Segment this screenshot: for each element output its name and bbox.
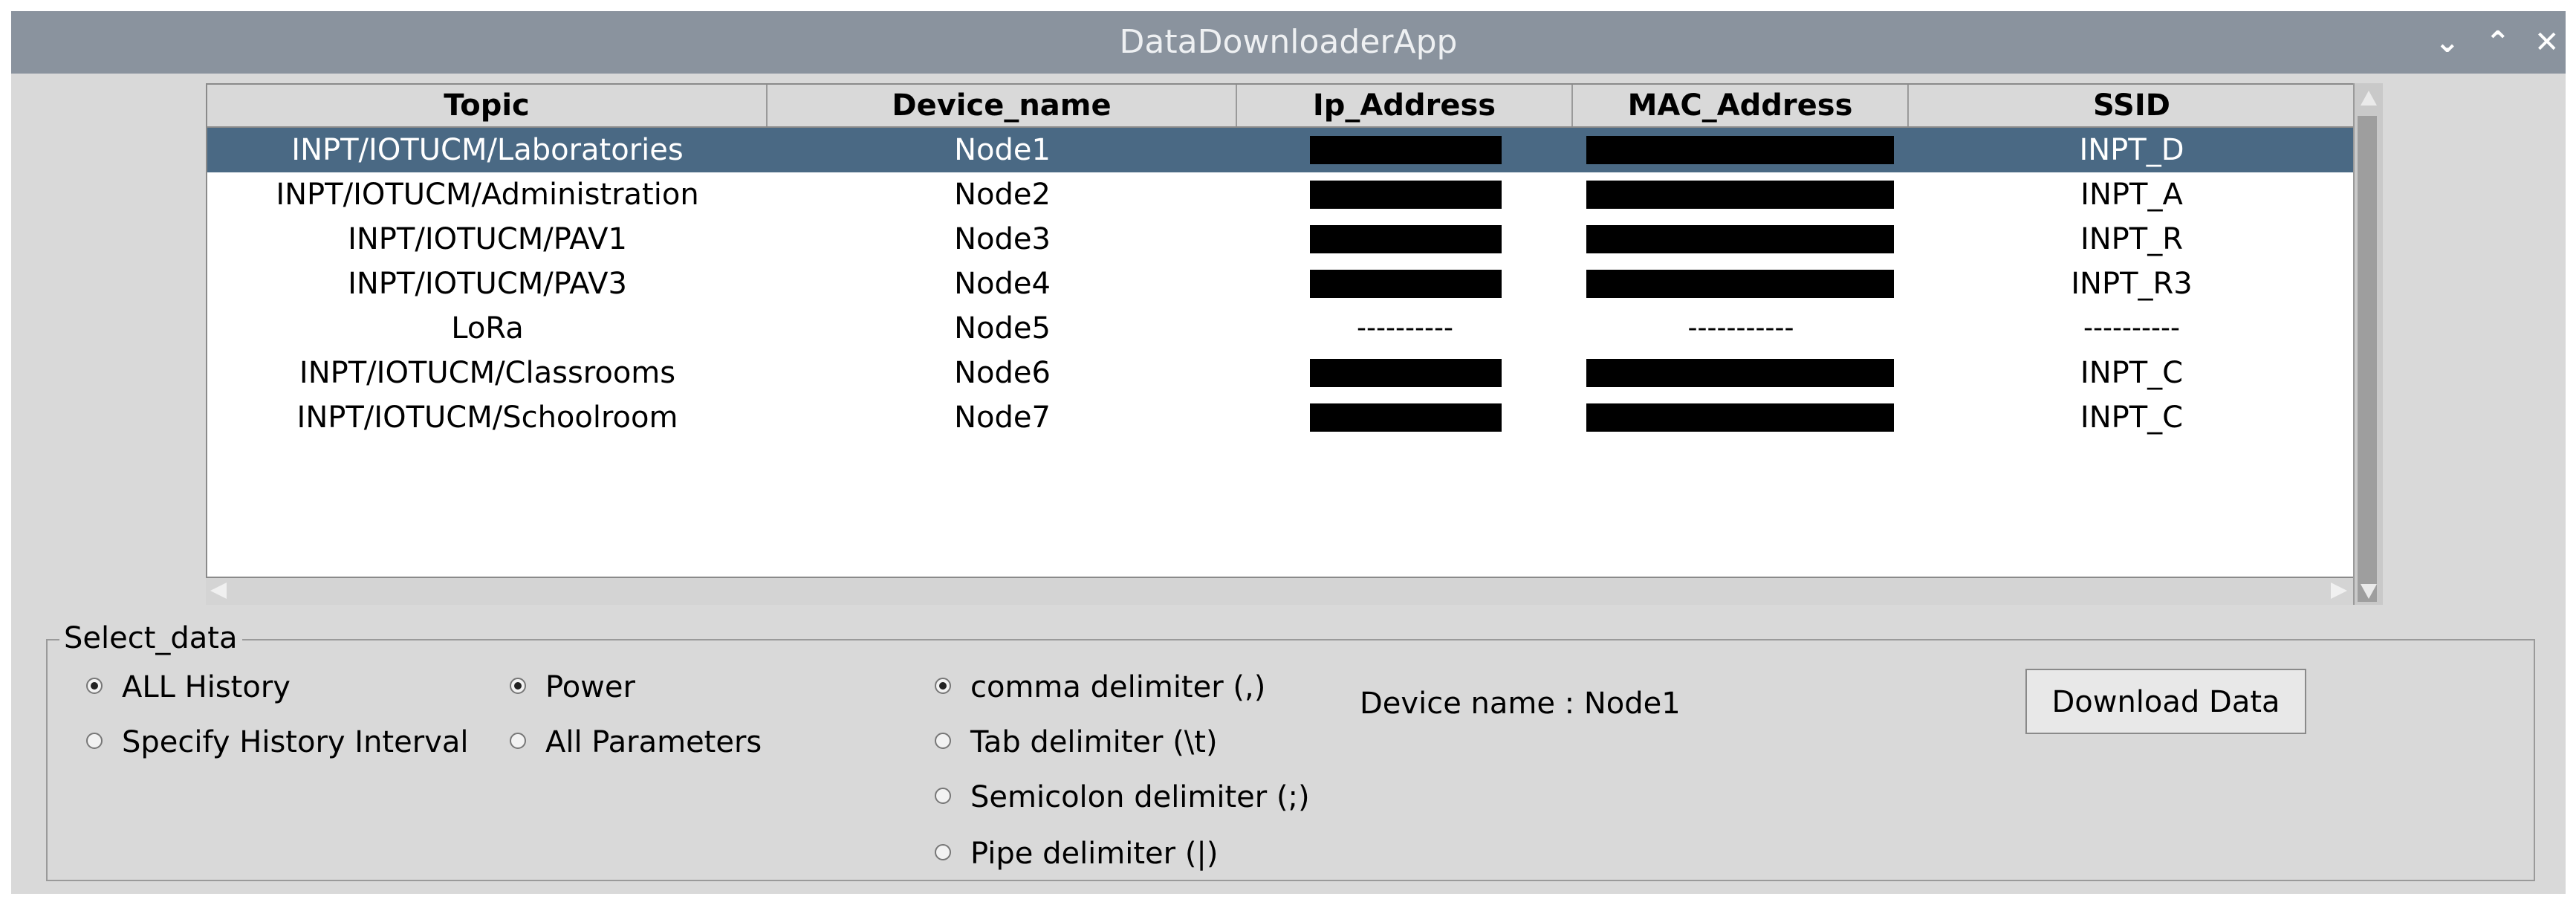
redacted-mac xyxy=(1586,359,1894,387)
select-data-group xyxy=(46,639,2535,881)
radio-label: ALL History xyxy=(122,670,291,704)
radio-all-history[interactable]: ALL History xyxy=(86,667,291,707)
radio-unselected-icon xyxy=(86,733,103,749)
cell-topic: INPT/IOTUCM/Classrooms xyxy=(299,356,676,390)
column-header-mac-address[interactable]: MAC_Address xyxy=(1573,85,1909,126)
radio-selected-icon xyxy=(935,678,951,694)
cell-topic: INPT/IOTUCM/Laboratories xyxy=(291,133,684,167)
radio-specify-history-interval[interactable]: Specify History Interval xyxy=(86,722,468,762)
cell-device: Node3 xyxy=(954,222,1051,256)
redacted-ip xyxy=(1310,403,1502,432)
minimize-icon[interactable]: ⌄ xyxy=(2435,25,2460,59)
cell-ip: ---------- xyxy=(1357,313,1453,343)
cell-topic: LoRa xyxy=(451,311,524,346)
horizontal-scrollbar[interactable] xyxy=(206,577,2353,605)
table-row[interactable]: INPT/IOTUCM/Administration Node2 INPT_A xyxy=(207,172,2355,217)
column-header-ip-address[interactable]: Ip_Address xyxy=(1237,85,1573,126)
cell-ssid: ---------- xyxy=(2083,313,2180,343)
scroll-right-icon[interactable] xyxy=(2331,583,2347,599)
column-header-ssid[interactable]: SSID xyxy=(2093,88,2170,123)
cell-ssid: INPT_C xyxy=(2080,356,2184,390)
redacted-ip xyxy=(1310,136,1502,164)
window-title: DataDownloaderApp xyxy=(1119,23,1458,61)
cell-device: Node6 xyxy=(954,356,1051,390)
radio-unselected-icon xyxy=(935,733,951,749)
table-row[interactable]: INPT/IOTUCM/PAV1 Node3 INPT_R xyxy=(207,217,2355,262)
device-table: Topic Device_name Ip_Address MAC_Address… xyxy=(206,83,2356,605)
device-name-label: Device name : Node1 xyxy=(1360,687,1681,721)
redacted-mac xyxy=(1586,225,1894,253)
download-data-button[interactable]: Download Data xyxy=(2025,669,2306,734)
redacted-mac xyxy=(1586,136,1894,164)
scroll-left-icon[interactable] xyxy=(210,583,227,599)
radio-label: comma delimiter (,) xyxy=(970,670,1266,704)
radio-unselected-icon xyxy=(935,788,951,804)
cell-device: Node2 xyxy=(954,178,1051,212)
table-row[interactable]: INPT/IOTUCM/PAV3 Node4 INPT_R3 xyxy=(207,262,2355,306)
radio-comma-delimiter[interactable]: comma delimiter (,) xyxy=(935,667,1265,707)
vertical-scroll-thumb[interactable] xyxy=(2358,116,2377,602)
cell-mac: ----------- xyxy=(1687,313,1794,343)
cell-ssid: INPT_C xyxy=(2080,400,2184,435)
redacted-ip xyxy=(1310,359,1502,387)
redacted-mac xyxy=(1586,270,1894,298)
redacted-ip xyxy=(1310,181,1502,209)
table-row[interactable]: INPT/IOTUCM/Schoolroom Node7 INPT_C xyxy=(207,395,2355,440)
scroll-up-icon[interactable] xyxy=(2361,91,2377,106)
radio-label: Semicolon delimiter (;) xyxy=(970,780,1310,814)
table-row[interactable]: INPT/IOTUCM/Classrooms Node6 INPT_C xyxy=(207,351,2355,395)
radio-label: Specify History Interval xyxy=(122,725,469,759)
table-row[interactable]: LoRa Node5 ---------- ----------- ------… xyxy=(207,306,2355,351)
radio-semicolon-delimiter[interactable]: Semicolon delimiter (;) xyxy=(935,777,1310,817)
redacted-ip xyxy=(1310,225,1502,253)
cell-topic: INPT/IOTUCM/PAV1 xyxy=(348,222,627,256)
cell-device: Node5 xyxy=(954,311,1051,346)
radio-label: All Parameters xyxy=(545,725,762,759)
cell-topic: INPT/IOTUCM/Administration xyxy=(276,178,699,212)
cell-topic: INPT/IOTUCM/PAV3 xyxy=(348,267,627,301)
radio-label: Tab delimiter (\t) xyxy=(970,725,1218,759)
column-header-device-name[interactable]: Device_name xyxy=(768,85,1237,126)
cell-ssid: INPT_A xyxy=(2080,178,2183,212)
redacted-ip xyxy=(1310,270,1502,298)
group-legend: Select_data xyxy=(59,620,242,657)
radio-selected-icon xyxy=(510,678,526,694)
cell-ssid: INPT_D xyxy=(2079,133,2184,167)
radio-all-parameters[interactable]: All Parameters xyxy=(510,722,762,762)
cell-device: Node4 xyxy=(954,267,1051,301)
close-icon[interactable]: ✕ xyxy=(2534,25,2560,59)
redacted-mac xyxy=(1586,403,1894,432)
table-row[interactable]: INPT/IOTUCM/Laboratories Node1 INPT_D xyxy=(207,128,2355,172)
vertical-scrollbar[interactable] xyxy=(2353,83,2383,605)
radio-label: Pipe delimiter (|) xyxy=(970,837,1219,871)
cell-device: Node1 xyxy=(954,133,1051,167)
maximize-icon[interactable]: ⌃ xyxy=(2485,25,2511,59)
radio-label: Power xyxy=(545,670,635,704)
cell-ssid: INPT_R3 xyxy=(2071,267,2193,301)
radio-selected-icon xyxy=(86,678,103,694)
column-header-topic[interactable]: Topic xyxy=(207,85,768,126)
scroll-down-icon[interactable] xyxy=(2361,584,2377,599)
radio-power[interactable]: Power xyxy=(510,667,635,707)
radio-unselected-icon xyxy=(510,733,526,749)
cell-topic: INPT/IOTUCM/Schoolroom xyxy=(296,400,678,435)
table-header: Topic Device_name Ip_Address MAC_Address… xyxy=(207,85,2355,128)
radio-tab-delimiter[interactable]: Tab delimiter (\t) xyxy=(935,722,1218,762)
radio-unselected-icon xyxy=(935,844,951,860)
radio-pipe-delimiter[interactable]: Pipe delimiter (|) xyxy=(935,834,1219,874)
redacted-mac xyxy=(1586,181,1894,209)
title-bar[interactable]: DataDownloaderApp ⌄ ⌃ ✕ xyxy=(11,11,2566,74)
cell-ssid: INPT_R xyxy=(2080,222,2184,256)
cell-device: Node7 xyxy=(954,400,1051,435)
